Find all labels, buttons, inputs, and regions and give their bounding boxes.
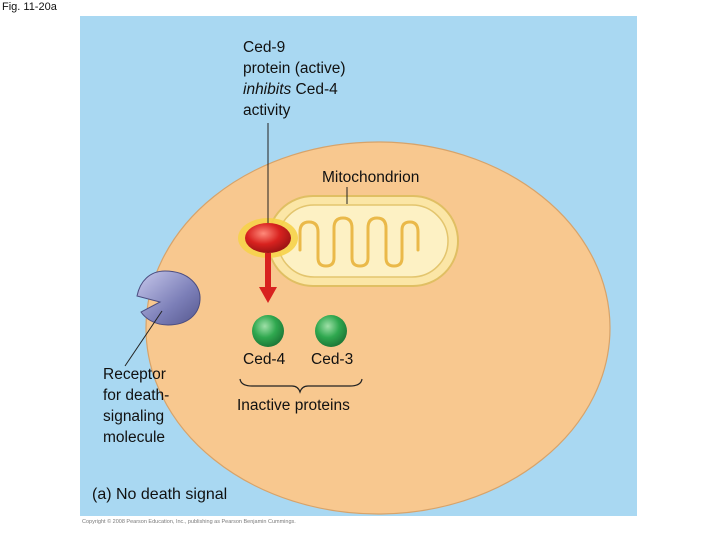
ced9-label-line4: activity	[243, 102, 291, 119]
receptor-label-line3: signaling	[103, 408, 165, 425]
ced9-label-line2: protein (active)	[243, 60, 346, 77]
panel-caption: (a) No death signal	[92, 486, 228, 503]
inhibition-arrow	[259, 253, 277, 303]
ced9-label-line3: inhibits Ced-4	[243, 79, 346, 100]
ced4-protein	[252, 315, 284, 347]
receptor-leader-line	[124, 310, 163, 367]
ced3-protein	[315, 315, 347, 347]
receptor-label-line1: Receptor	[103, 366, 166, 383]
ced9-protein	[238, 218, 298, 258]
receptor-label-line4: molecule	[103, 429, 166, 446]
inactive-proteins-brace	[239, 378, 363, 394]
receptor-molecule	[136, 270, 201, 326]
ced3-label: Ced-3	[311, 351, 354, 368]
figure-label: Fig. 11-20a	[2, 1, 57, 13]
inhibits-text: inhibits	[243, 81, 292, 98]
receptor-label: Receptor for death- signaling molecule	[103, 364, 169, 448]
copyright-notice: Copyright © 2008 Pearson Education, Inc.…	[82, 519, 296, 525]
ced9-label-line1: Ced-9	[243, 39, 286, 56]
ced9-label-line3-rest: Ced-4	[291, 81, 338, 98]
ced9-label: Ced-9 protein (active) inhibits Ced-4 ac…	[243, 37, 346, 121]
mitochondrion-label: Mitochondrion	[322, 169, 420, 186]
inactive-proteins-label: Inactive proteins	[237, 397, 350, 414]
ced4-label: Ced-4	[243, 351, 286, 368]
receptor-label-line2: for death-	[103, 387, 170, 404]
